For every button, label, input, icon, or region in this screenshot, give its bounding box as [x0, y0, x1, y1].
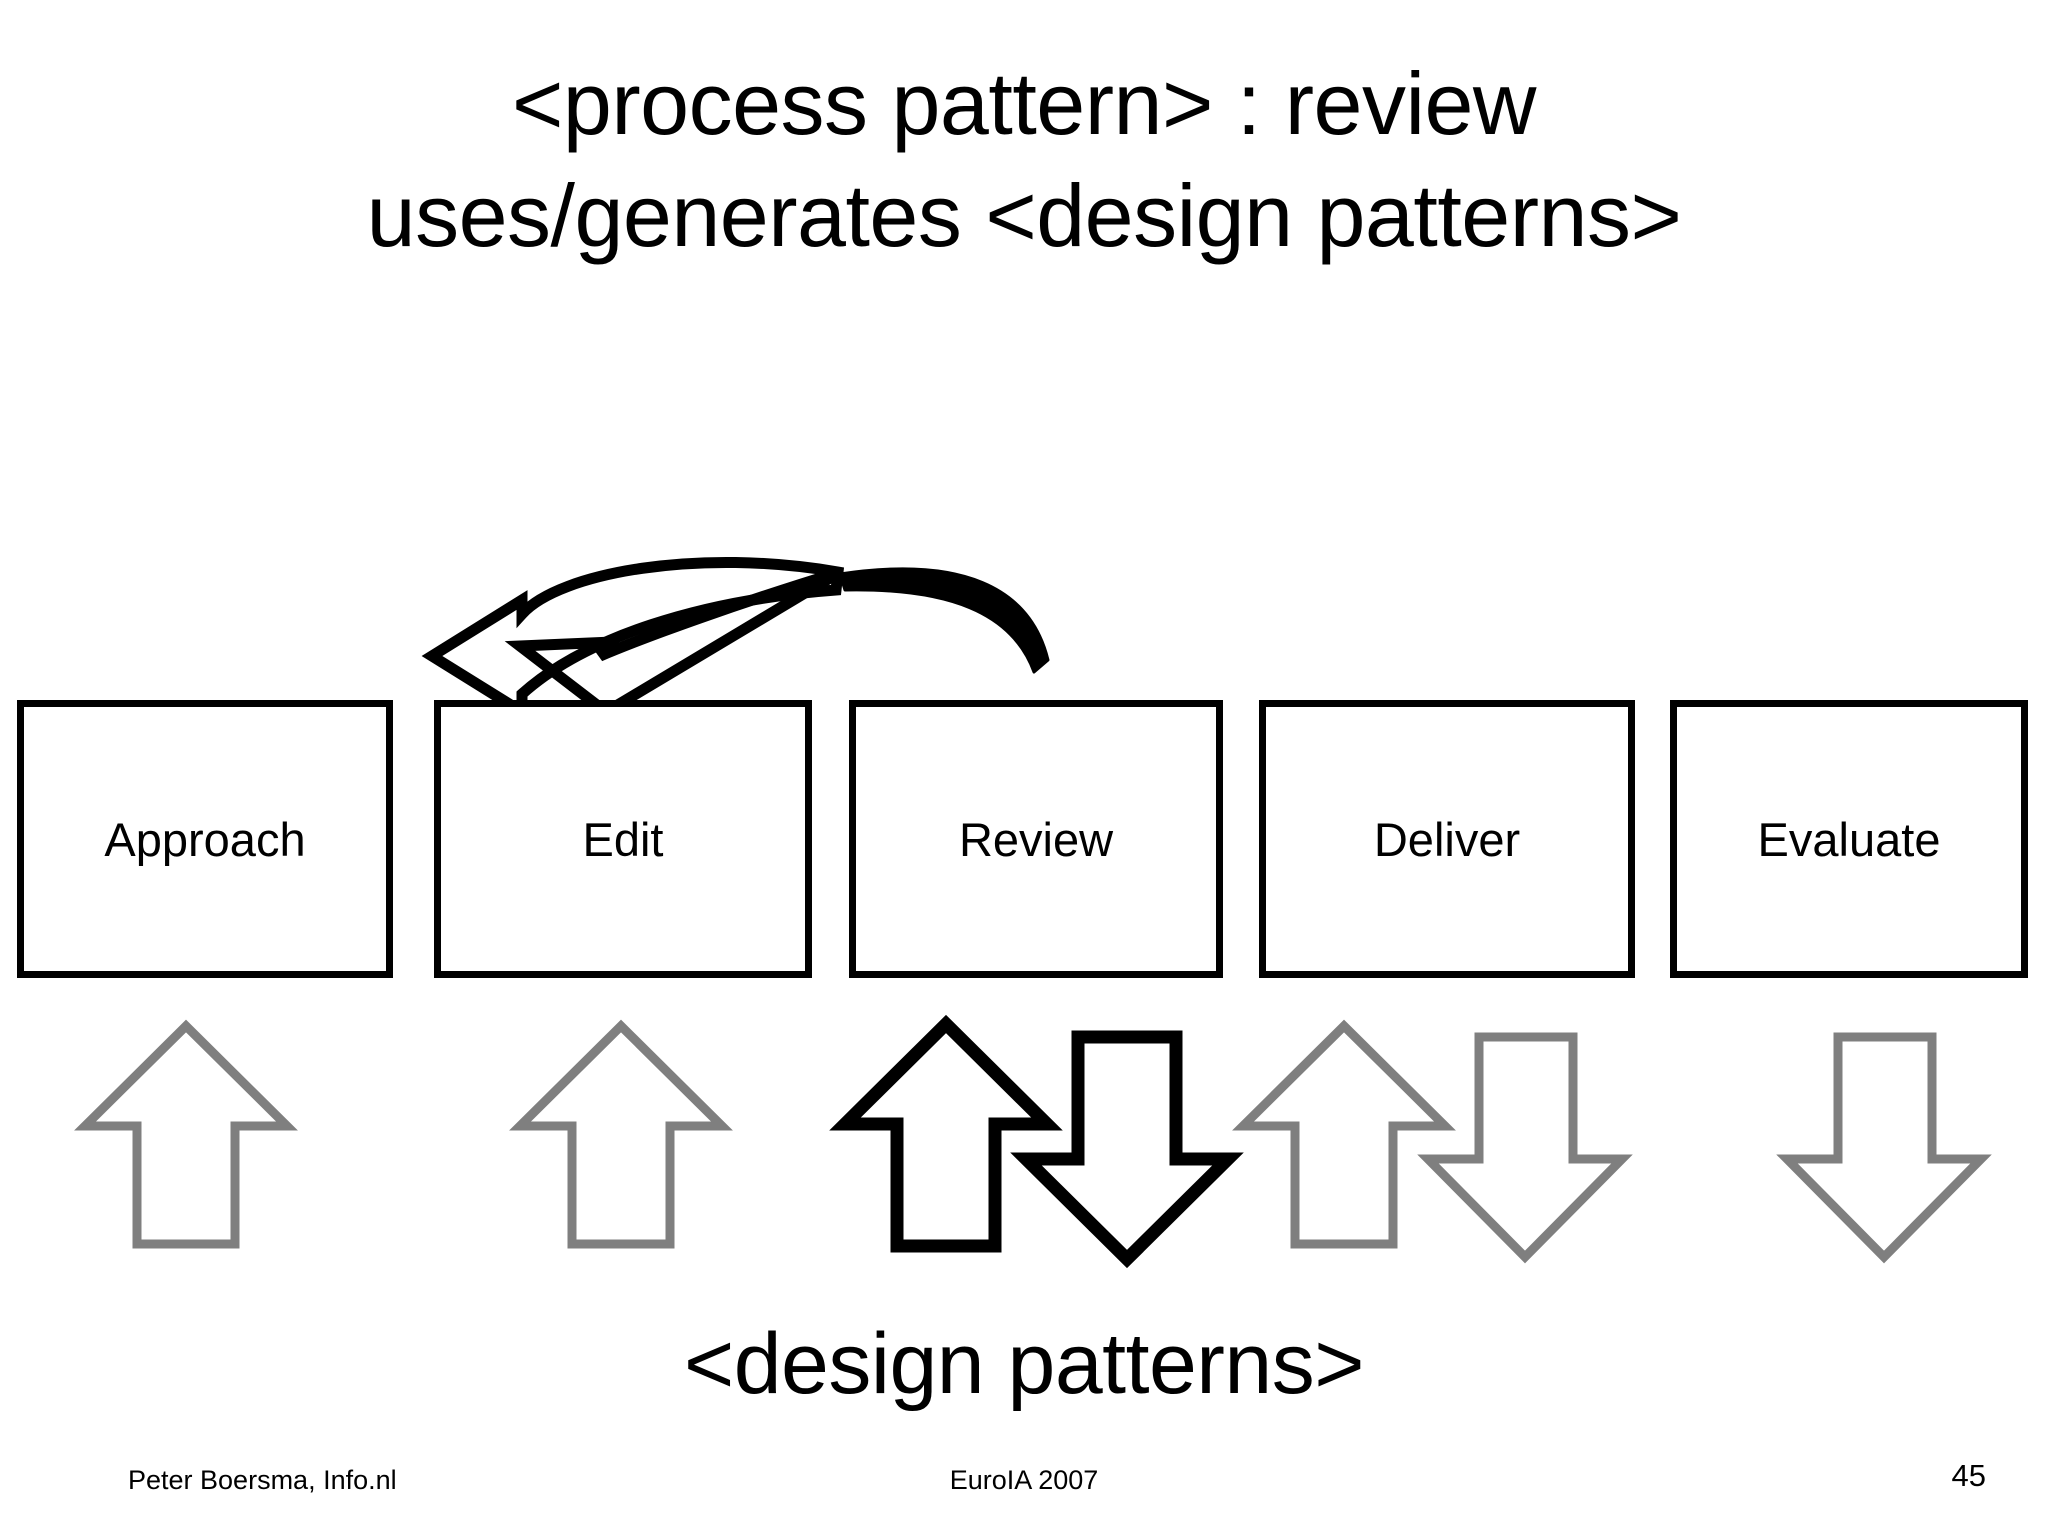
stage-label-evaluate: Evaluate [1757, 812, 1941, 866]
footer-author: Peter Boersma, Info.nl [128, 1465, 397, 1495]
design-patterns-caption: <design patterns> [683, 1316, 1365, 1412]
slide-title: <process pattern> : review uses/generate… [366, 54, 1682, 265]
stage-label-edit: Edit [582, 812, 664, 866]
footer-page-number: 45 [1951, 1458, 1986, 1493]
stage-box-deliver[interactable]: Deliver [1259, 700, 1635, 978]
evaluate-generates-patterns-arrow [1776, 1032, 1992, 1264]
edit-uses-patterns-arrow [509, 1019, 733, 1249]
stage-label-deliver: Deliver [1373, 812, 1521, 866]
review-generates-patterns-arrow [1010, 1030, 1244, 1269]
approach-uses-patterns-arrow [74, 1019, 298, 1249]
review-uses-patterns-arrow [829, 1014, 1063, 1253]
stage-box-edit[interactable]: Edit [434, 700, 812, 978]
stage-box-approach[interactable]: Approach [17, 700, 393, 978]
deliver-uses-patterns-arrow [1232, 1019, 1456, 1249]
stage-box-evaluate[interactable]: Evaluate [1670, 700, 2028, 978]
review-to-edit-feedback-arrow [421, 556, 1050, 722]
deliver-generates-patterns-arrow [1417, 1032, 1633, 1264]
stage-label-review: Review [958, 812, 1114, 866]
pattern-arrow-group [74, 1014, 1992, 1269]
stage-box-review[interactable]: Review [849, 700, 1223, 978]
stage-label-approach: Approach [104, 812, 306, 866]
footer-event: EuroIA 2007 [949, 1465, 1099, 1495]
